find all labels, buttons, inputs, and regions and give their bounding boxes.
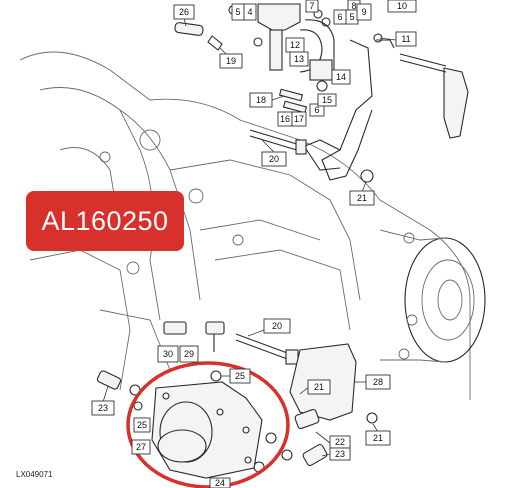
callout-6: 6 <box>333 9 347 25</box>
callout-11: 11 <box>379 31 417 47</box>
callout-13: 13 <box>289 51 309 67</box>
svg-text:24: 24 <box>215 478 225 488</box>
callout-25-top: 25 <box>222 368 251 384</box>
svg-text:6: 6 <box>337 12 342 22</box>
svg-text:22: 22 <box>335 437 345 447</box>
svg-text:15: 15 <box>322 95 332 105</box>
svg-text:29: 29 <box>184 349 194 359</box>
callout-16: 16 <box>277 111 293 127</box>
callout-23-left: 23 <box>91 385 115 416</box>
svg-text:20: 20 <box>269 154 279 164</box>
svg-text:30: 30 <box>163 349 173 359</box>
callout-27: 27 <box>131 439 151 455</box>
svg-text:23: 23 <box>335 449 345 459</box>
callout-5: 5 <box>231 3 245 21</box>
svg-text:18: 18 <box>256 95 266 105</box>
svg-text:4: 4 <box>247 7 252 17</box>
callout-18: 18 <box>249 92 285 108</box>
svg-text:17: 17 <box>294 114 304 124</box>
svg-text:23: 23 <box>98 403 108 413</box>
svg-text:19: 19 <box>226 56 236 66</box>
highlight-circle <box>126 361 290 488</box>
callout-23-right: 23 <box>321 447 351 461</box>
callout-21-top: 21 <box>349 181 375 206</box>
svg-text:9: 9 <box>361 7 366 17</box>
svg-text:16: 16 <box>280 114 290 124</box>
svg-text:21: 21 <box>314 382 324 392</box>
svg-text:5: 5 <box>349 12 354 22</box>
callout-28: 28 <box>354 374 391 390</box>
svg-text:21: 21 <box>357 193 367 203</box>
svg-text:13: 13 <box>294 54 304 64</box>
callout-30: 30 <box>157 345 179 363</box>
callout-24: 24 <box>209 477 231 488</box>
callout-5b: 5 <box>345 9 359 25</box>
top-valve-assembly <box>174 3 469 183</box>
callout-21-mid: 21 <box>299 379 331 395</box>
callout-20-top: 20 <box>261 139 287 167</box>
svg-text:25: 25 <box>137 420 147 430</box>
part-number-badge: AL160250 <box>26 191 184 251</box>
callout-15: 15 <box>317 93 337 107</box>
callout-14: 14 <box>331 69 351 85</box>
callout-10: 10 <box>387 0 417 13</box>
callout-25-low: 25 <box>133 417 151 433</box>
transmission-housing <box>19 51 486 400</box>
svg-text:8: 8 <box>351 1 356 11</box>
callout-9: 9 <box>356 3 372 21</box>
svg-text:6: 6 <box>314 105 319 115</box>
lower-assembly <box>96 321 378 479</box>
svg-text:5: 5 <box>235 7 240 17</box>
callout-26: 26 <box>173 4 195 27</box>
svg-text:11: 11 <box>401 34 410 44</box>
svg-text:27: 27 <box>136 442 146 452</box>
callout-4: 4 <box>243 3 257 21</box>
part-number-text: AL160250 <box>41 205 169 236</box>
svg-text:20: 20 <box>272 321 282 331</box>
svg-text:26: 26 <box>179 7 189 17</box>
callout-7: 7 <box>305 0 319 13</box>
svg-text:14: 14 <box>336 72 346 82</box>
svg-text:28: 28 <box>373 377 383 387</box>
callout-29: 29 <box>179 345 199 363</box>
callout-labels: 26 5 4 7 8 6 5 9 10 11 12 13 14 19 18 16… <box>91 0 417 488</box>
svg-text:10: 10 <box>397 1 407 11</box>
callout-12: 12 <box>285 37 305 53</box>
callout-20-low: 20 <box>247 318 291 337</box>
svg-text:25: 25 <box>235 371 245 381</box>
callout-21-low: 21 <box>365 423 391 446</box>
callout-6b: 6 <box>309 103 325 117</box>
svg-text:7: 7 <box>309 1 314 11</box>
svg-text:21: 21 <box>373 433 383 443</box>
figure-id-label: LX049071 <box>16 470 53 479</box>
svg-text:12: 12 <box>290 40 300 50</box>
callout-17: 17 <box>291 111 307 127</box>
callout-19: 19 <box>219 47 243 69</box>
